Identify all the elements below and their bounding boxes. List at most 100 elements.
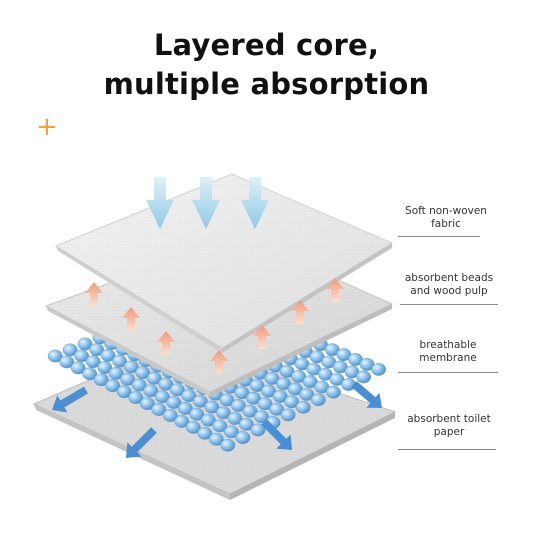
- up-arrow-icon: [85, 282, 103, 306]
- absorbent-bead: [284, 395, 300, 409]
- absorbent-bead: [299, 387, 315, 401]
- divider-line: [398, 236, 480, 237]
- absorbent-bead: [123, 360, 139, 374]
- absorbent-bead: [215, 406, 231, 420]
- up-arrows: [85, 278, 344, 374]
- absorbent-bead: [89, 343, 105, 356]
- down-arrow-icon: [146, 177, 174, 229]
- spread-arrow-icon: [126, 427, 157, 458]
- absorbent-bead: [219, 393, 235, 407]
- divider-line: [398, 372, 498, 373]
- label-line: breathable: [419, 339, 477, 351]
- absorbent-bead: [108, 366, 124, 380]
- divider-line: [398, 449, 496, 450]
- absorbent-bead: [276, 377, 291, 391]
- absorbent-bead: [158, 377, 174, 391]
- absorbent-bead: [116, 385, 132, 399]
- absorbent-bead: [189, 407, 205, 421]
- absorbent-bead: [85, 355, 101, 368]
- up-arrow-icon: [122, 307, 140, 331]
- absorbent-bead: [100, 348, 116, 362]
- absorbent-bead: [143, 384, 159, 398]
- down-arrows: [146, 177, 269, 229]
- label-line: absorbent beads: [404, 272, 494, 284]
- spread-arrow-icon: [261, 419, 292, 450]
- absorbent-bead: [314, 380, 330, 394]
- label-line: Soft non-woven: [405, 205, 487, 217]
- label-line: and wood pulp: [410, 285, 488, 297]
- absorbent-bead: [306, 362, 322, 376]
- label-line: absorbent toilet: [407, 413, 491, 425]
- absorbent-bead: [47, 349, 63, 363]
- absorbent-bead: [235, 431, 251, 444]
- absorbent-bead: [131, 378, 147, 392]
- absorbent-bead: [162, 409, 178, 422]
- absorbent-bead: [146, 371, 162, 385]
- absorbent-bead: [261, 384, 276, 398]
- absorbent-bead: [97, 361, 113, 374]
- spread-arrow-icon: [351, 381, 382, 408]
- absorbent-bead: [264, 371, 280, 385]
- up-arrow-icon: [253, 325, 271, 349]
- label-toilet-paper: absorbent toilet paper: [389, 413, 509, 439]
- absorbent-bead: [208, 432, 224, 446]
- up-arrow-icon: [291, 300, 309, 324]
- divider-line: [400, 304, 498, 305]
- absorbent-bead: [204, 400, 220, 414]
- absorbent-bead: [177, 401, 193, 415]
- up-arrow-icon: [326, 278, 344, 302]
- spread-arrow-icon: [52, 386, 88, 413]
- layer-non-woven-fabric: [54, 173, 394, 353]
- absorbent-bead: [249, 379, 265, 392]
- absorbent-bead: [185, 420, 201, 434]
- absorbent-bead: [154, 390, 170, 404]
- page-title: Layered core, multiple absorption: [0, 26, 533, 104]
- absorbent-bead: [234, 386, 250, 400]
- absorbent-bead: [120, 372, 136, 386]
- absorbent-bead: [166, 396, 182, 409]
- title-line-2: multiple absorption: [103, 67, 430, 101]
- absorbent-bead: [74, 349, 90, 363]
- absorbent-bead: [257, 397, 273, 411]
- absorbent-bead: [59, 355, 75, 369]
- absorbent-bead: [242, 404, 258, 418]
- absorbent-bead: [223, 425, 239, 439]
- absorbent-bead: [341, 378, 356, 391]
- absorbent-bead: [302, 375, 318, 388]
- spread-arrows: [52, 381, 382, 458]
- absorbent-bead: [287, 382, 303, 396]
- absorbent-bead: [82, 367, 98, 381]
- absorbent-bead: [181, 389, 197, 402]
- absorbent-bead: [250, 423, 266, 437]
- label-absorbent-beads: absorbent beads and wood pulp: [389, 272, 509, 298]
- absorbent-bead: [280, 408, 296, 422]
- absorbent-bead: [371, 362, 386, 376]
- absorbent-bead: [62, 343, 78, 357]
- absorbent-bead: [356, 370, 371, 384]
- absorbent-bead: [230, 399, 246, 412]
- absorbent-bead: [220, 438, 236, 452]
- absorbent-bead: [174, 414, 190, 428]
- plus-icon: +: [36, 112, 58, 142]
- label-line: membrane: [419, 352, 477, 364]
- title-line-1: Layered core,: [153, 28, 380, 62]
- absorbent-bead: [169, 383, 185, 397]
- absorbent-bead: [135, 366, 151, 379]
- absorbent-bead: [269, 402, 284, 416]
- absorbent-bead: [212, 419, 228, 433]
- label-line: paper: [433, 426, 465, 438]
- absorbent-bead: [70, 361, 86, 375]
- up-arrow-icon: [157, 331, 175, 355]
- absorbent-bead: [279, 364, 295, 378]
- absorbent-bead: [192, 394, 208, 408]
- label-line: fabric: [431, 218, 461, 230]
- absorbent-bead: [93, 373, 109, 387]
- absorbent-bead: [227, 412, 243, 425]
- absorbent-bead: [310, 393, 326, 407]
- absorbent-bead: [295, 400, 311, 414]
- absorbent-bead: [246, 391, 261, 405]
- up-arrow-icon: [210, 350, 228, 374]
- absorbent-bead: [254, 410, 269, 424]
- absorbent-bead: [139, 397, 155, 410]
